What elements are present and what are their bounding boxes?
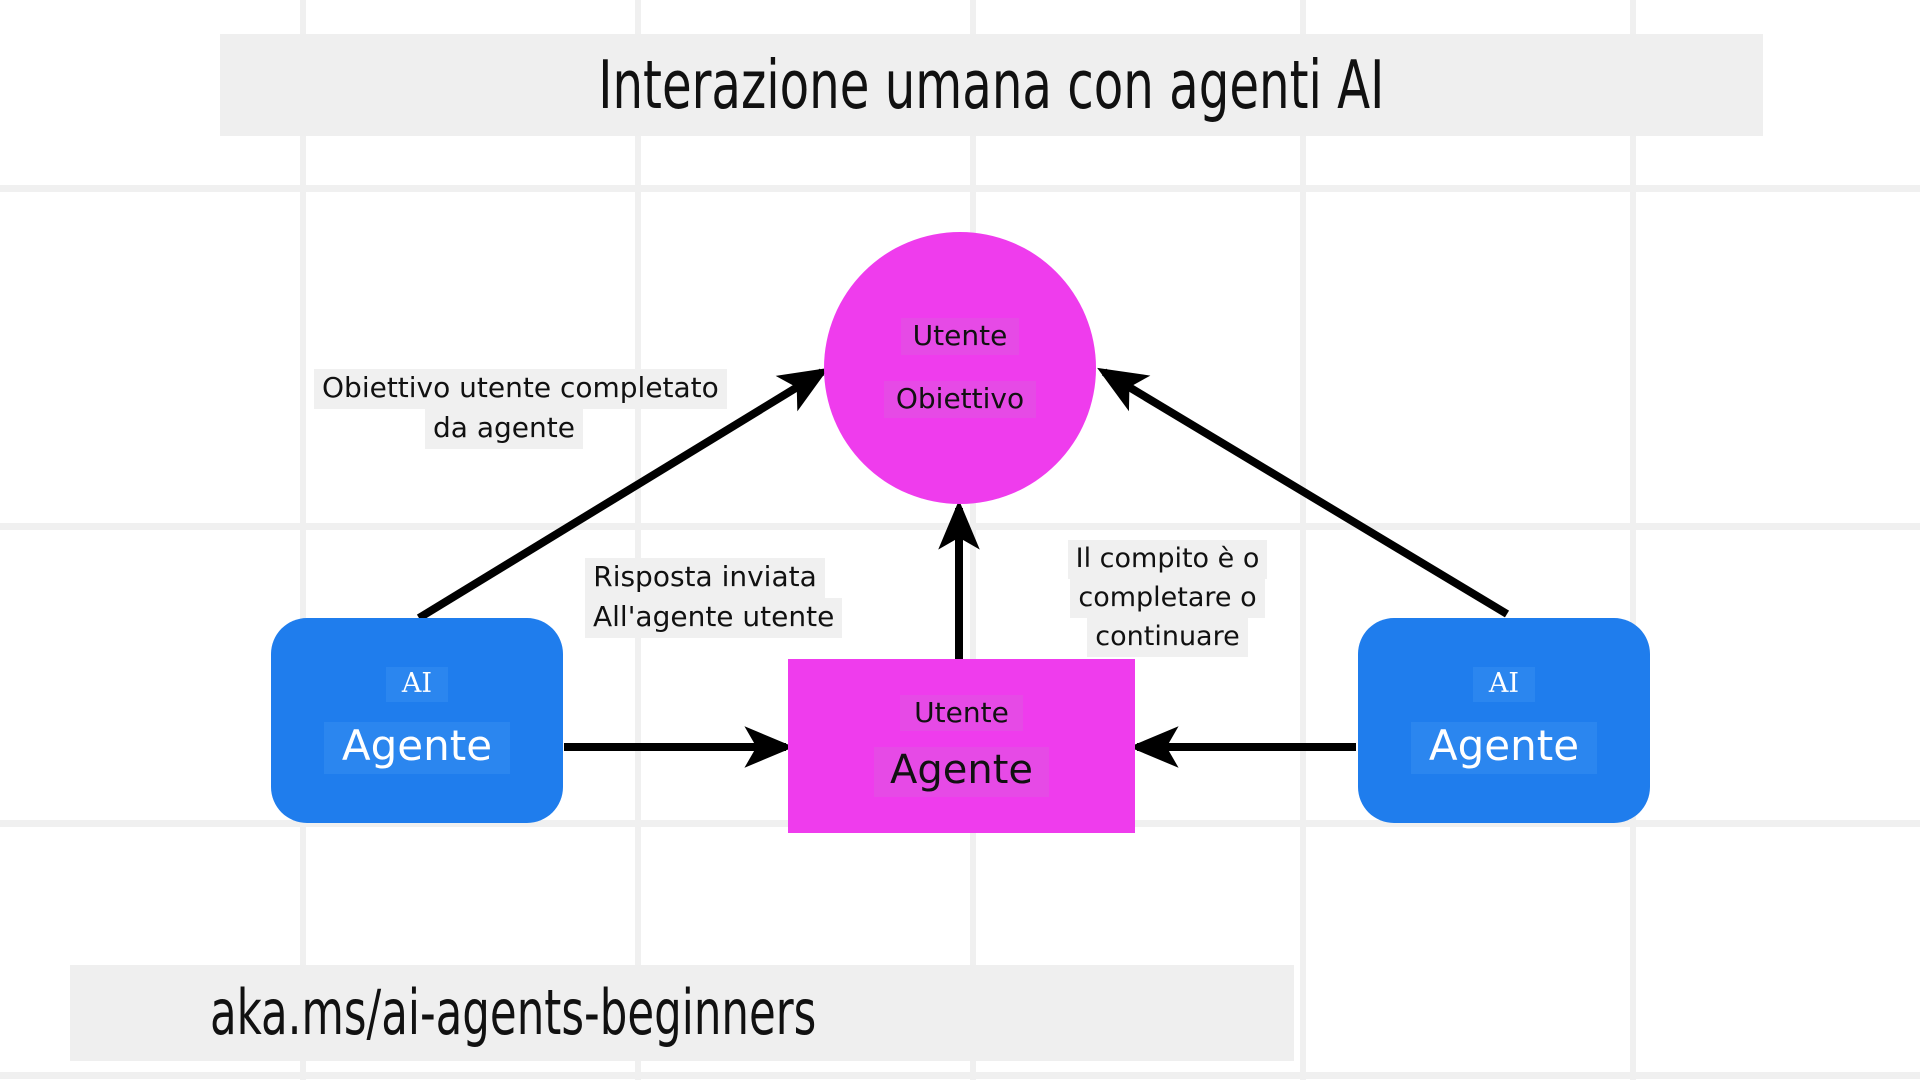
annotation-response-sent-line2: All'agente utente (585, 598, 843, 638)
node-ai-agent-left-line2: Agente (323, 722, 511, 775)
node-user-agent[interactable]: Utente Agente (788, 659, 1135, 833)
url-banner[interactable]: aka.ms/ai-agents-beginners (70, 965, 1294, 1061)
node-ai-agent-left-line1: AI (385, 666, 449, 703)
annotation-goal-completed: Obiettivo utente completato da agente (314, 369, 727, 449)
annotation-goal-completed-line2: da agente (425, 409, 583, 449)
page-title: Interazione umana con agenti AI (598, 45, 1385, 124)
node-ai-agent-right-line2: Agente (1410, 722, 1598, 775)
node-ai-agent-right-line1: AI (1472, 666, 1536, 703)
arrow-right-agent-to-user-goal (1097, 367, 1510, 618)
node-user-goal-line1: Utente (900, 317, 1020, 355)
title-banner: Interazione umana con agenti AI (220, 34, 1763, 136)
node-user-agent-line1: Utente (900, 694, 1023, 732)
node-user-agent-line2: Agente (873, 747, 1049, 798)
annotation-task-status-line1: Il compito è o (1067, 540, 1268, 579)
node-user-goal-line2: Obiettivo (883, 381, 1037, 419)
annotation-goal-completed-line1: Obiettivo utente completato (314, 369, 727, 409)
node-user-goal[interactable]: Utente Obiettivo (824, 232, 1096, 504)
annotation-task-status-line3: continuare (1087, 618, 1248, 657)
arrow-left-agent-to-user-goal (416, 367, 829, 622)
node-ai-agent-left[interactable]: AI Agente (271, 618, 563, 823)
annotation-task-status-line2: completare o (1070, 579, 1265, 618)
annotation-task-status: Il compito è o completare o continuare (1055, 540, 1280, 657)
annotation-response-sent-line1: Risposta inviata (585, 558, 825, 598)
annotation-response-sent: Risposta inviata All'agente utente (585, 558, 843, 638)
node-ai-agent-right[interactable]: AI Agente (1358, 618, 1650, 823)
url-label[interactable]: aka.ms/ai-agents-beginners (210, 976, 817, 1049)
